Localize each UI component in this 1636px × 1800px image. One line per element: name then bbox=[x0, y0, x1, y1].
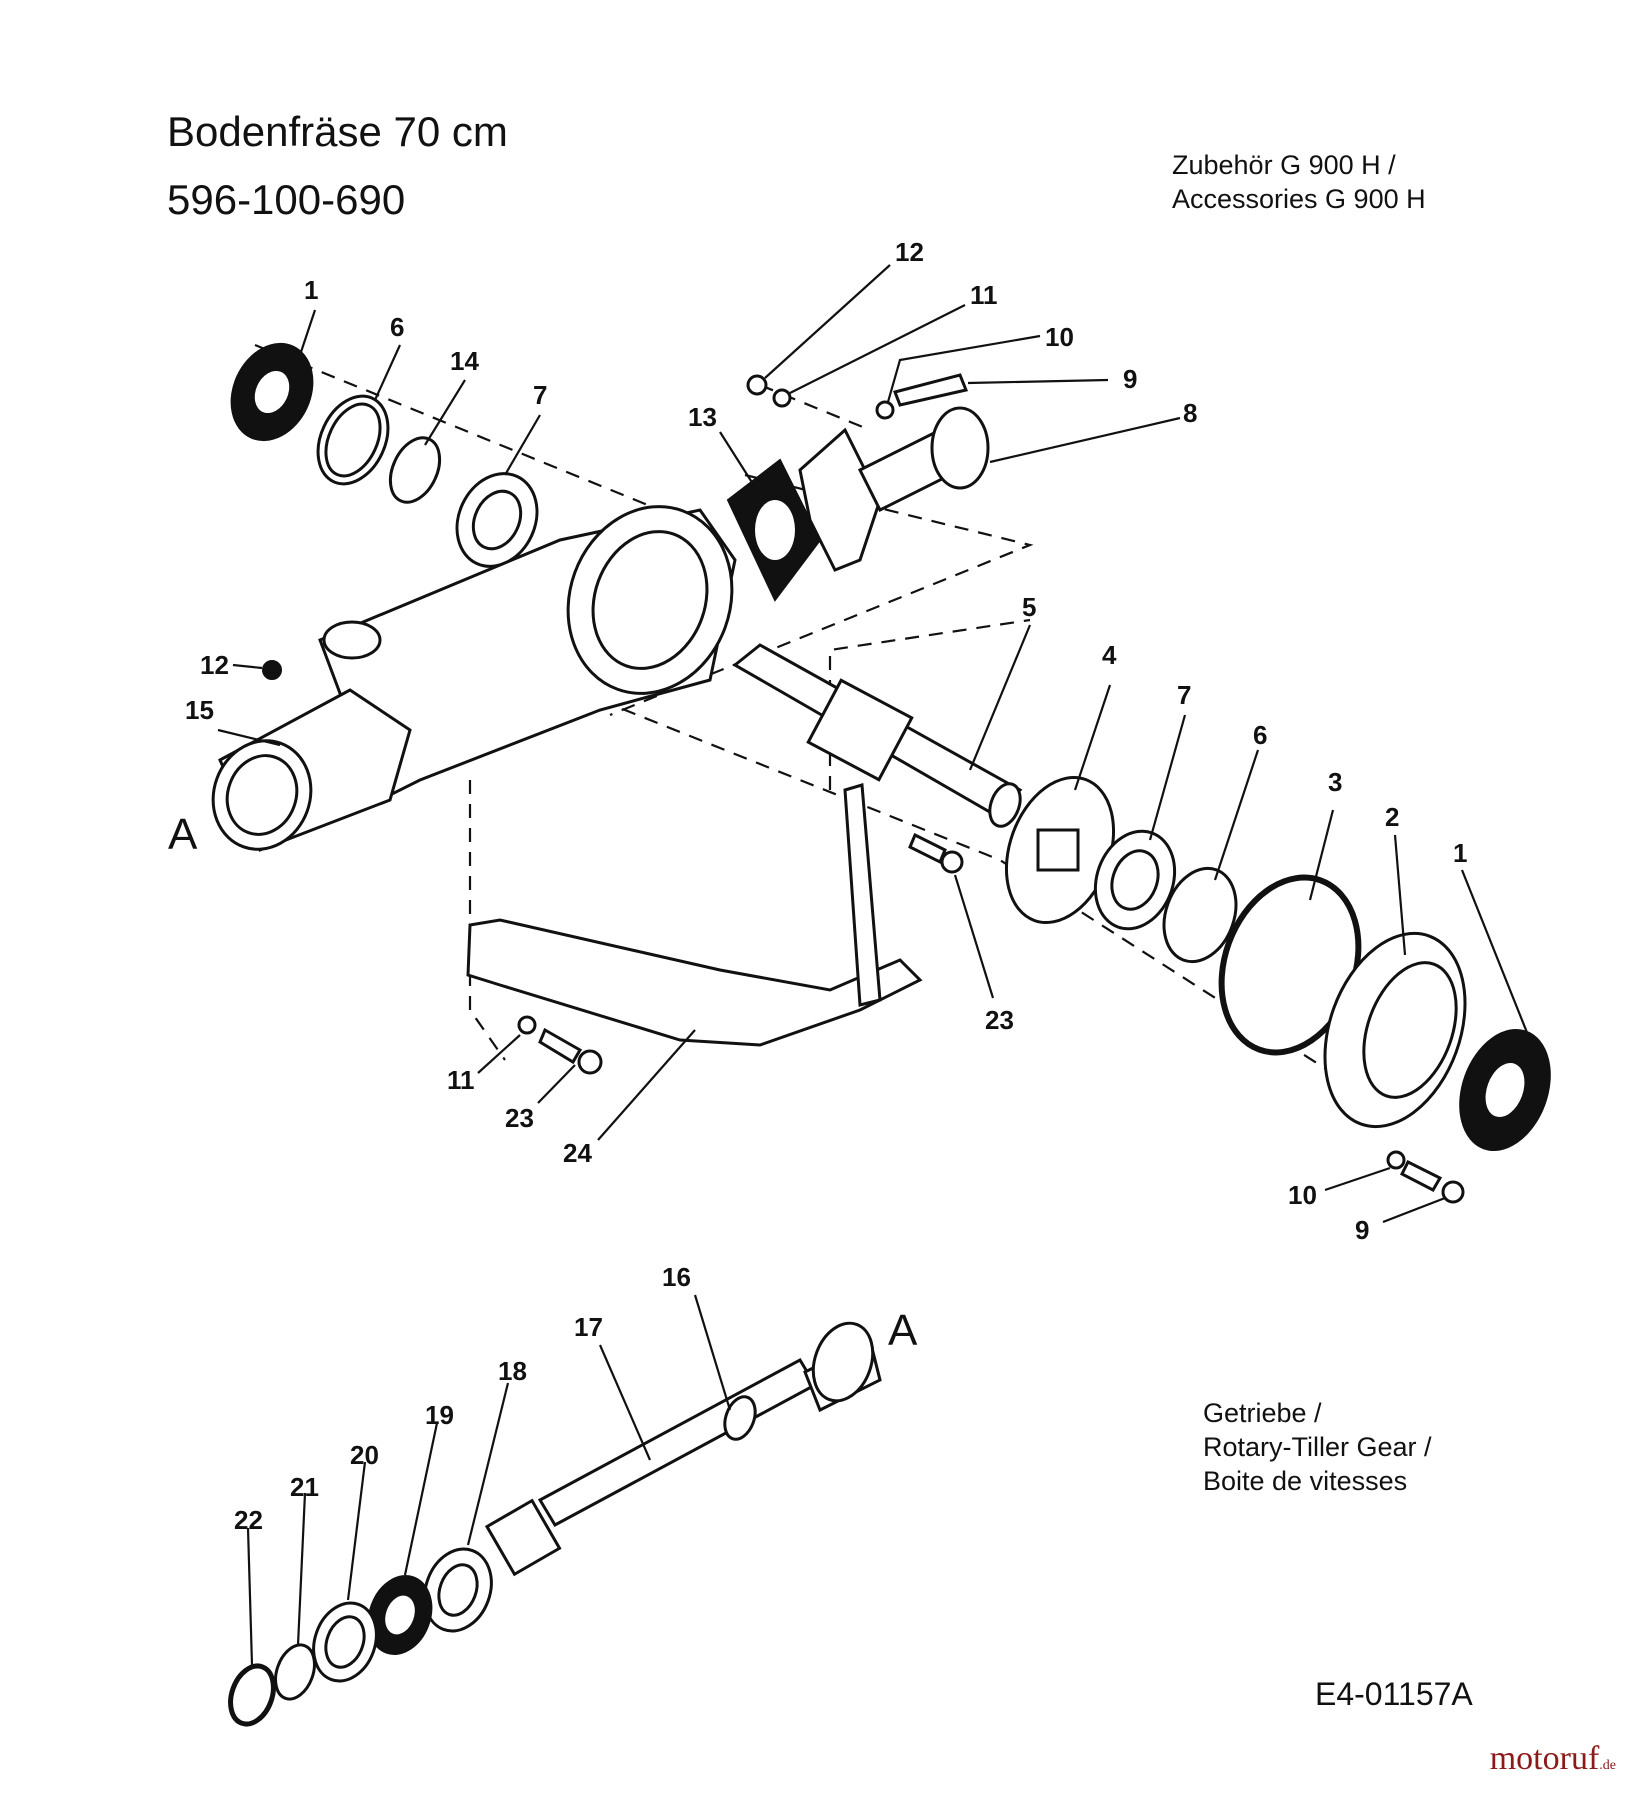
callout-8: 8 bbox=[1183, 398, 1198, 428]
circlip-upper-inner bbox=[324, 402, 382, 478]
circlip-lower bbox=[1162, 866, 1238, 964]
section-caption-de: Getriebe / bbox=[1203, 1398, 1322, 1428]
spacer-ring bbox=[723, 1395, 757, 1441]
depth-bracket-arm bbox=[843, 783, 882, 1007]
callout-23-bracket: 23 bbox=[505, 1103, 534, 1133]
callout-1: 1 bbox=[304, 275, 319, 305]
lock-washer-top bbox=[772, 388, 792, 408]
callout-21: 21 bbox=[290, 1472, 319, 1502]
callout-6-lower: 6 bbox=[1253, 720, 1268, 750]
brand-suffix: .de bbox=[1599, 1758, 1616, 1773]
callout-23: 23 bbox=[985, 1005, 1014, 1035]
callout-4: 4 bbox=[1102, 640, 1117, 670]
bearing-pinion-outer bbox=[423, 1547, 493, 1633]
callout-13: 13 bbox=[688, 402, 717, 432]
callout-12: 12 bbox=[895, 237, 924, 267]
pinion-shaft bbox=[484, 1321, 882, 1577]
shaft-seal-upper bbox=[230, 342, 314, 442]
assembly-line bbox=[254, 343, 661, 512]
output-shaft bbox=[732, 643, 1023, 828]
hex-nut-side bbox=[262, 660, 282, 680]
gearbox-housing bbox=[211, 505, 737, 852]
callout-9-lower: 9 bbox=[1355, 1215, 1370, 1245]
callout-18: 18 bbox=[498, 1356, 527, 1386]
bearing-cover bbox=[1323, 931, 1467, 1129]
callout-1-lower: 1 bbox=[1453, 838, 1468, 868]
accessory-label-en: Accessories G 900 H bbox=[1172, 184, 1426, 214]
ball-bearing-lower bbox=[1093, 829, 1177, 931]
hex-bolt-top bbox=[875, 373, 969, 420]
callout-6: 6 bbox=[390, 312, 405, 342]
shaft-seal-lower bbox=[1459, 1028, 1551, 1152]
ball-bearing-upper bbox=[455, 472, 539, 568]
callout-3: 3 bbox=[1328, 767, 1343, 797]
callout-24: 24 bbox=[563, 1138, 592, 1168]
depth-bracket bbox=[466, 918, 923, 1047]
diagram-title: Bodenfräse 70 cm bbox=[167, 108, 508, 155]
shim-pinion bbox=[274, 1643, 316, 1701]
callout-10-lower: 10 bbox=[1288, 1180, 1317, 1210]
section-caption-en: Rotary-Tiller Gear / bbox=[1203, 1432, 1432, 1462]
hex-nut-top bbox=[746, 374, 768, 396]
circlip-pinion bbox=[228, 1663, 276, 1727]
seal-pinion bbox=[367, 1575, 433, 1655]
callout-7-lower: 7 bbox=[1177, 680, 1192, 710]
callout-15: 15 bbox=[185, 695, 214, 725]
brand-logo: motoruf.de bbox=[1490, 1740, 1616, 1778]
callout-17: 17 bbox=[574, 1312, 603, 1342]
callout-19: 19 bbox=[425, 1400, 454, 1430]
assembly-line bbox=[828, 618, 1031, 790]
callout-7: 7 bbox=[533, 380, 548, 410]
connector-a-upper: A bbox=[168, 810, 198, 859]
assembly-line bbox=[759, 383, 871, 432]
assembly-line bbox=[468, 780, 506, 1061]
crown-gear bbox=[1004, 775, 1116, 925]
callout-12-side: 12 bbox=[200, 650, 229, 680]
cover-gasket bbox=[726, 458, 822, 602]
accessory-label-de: Zubehör G 900 H / bbox=[1172, 150, 1396, 180]
callout-9: 9 bbox=[1123, 364, 1138, 394]
connector-a-lower: A bbox=[888, 1306, 918, 1355]
callout-5: 5 bbox=[1022, 592, 1037, 622]
brand-name: motoruf bbox=[1489, 1740, 1600, 1777]
part-number: 596-100-690 bbox=[167, 176, 406, 223]
callout-11-bracket: 11 bbox=[447, 1065, 475, 1095]
hex-bolt-lower bbox=[1399, 1159, 1465, 1204]
shim-washer bbox=[388, 436, 442, 504]
handle-bracket bbox=[857, 406, 990, 513]
callout-2: 2 bbox=[1385, 802, 1400, 832]
callout-10: 10 bbox=[1045, 322, 1074, 352]
hex-bolt-middle bbox=[908, 832, 964, 874]
bearing-pinion-inner bbox=[312, 1601, 378, 1683]
cover-plate bbox=[798, 427, 882, 572]
callout-20: 20 bbox=[350, 1440, 379, 1470]
callout-16: 16 bbox=[662, 1262, 691, 1292]
lock-washer-bracket bbox=[517, 1015, 537, 1035]
callout-22: 22 bbox=[234, 1505, 263, 1535]
callout-14: 14 bbox=[450, 346, 479, 376]
callout-11: 11 bbox=[970, 280, 998, 310]
section-caption-fr: Boite de vitesses bbox=[1203, 1466, 1408, 1496]
leader-lines bbox=[217, 264, 1532, 1666]
lock-washer-lower bbox=[1386, 1150, 1406, 1170]
drawing-code: E4-01157A bbox=[1315, 1676, 1473, 1712]
hex-bolt-bracket bbox=[538, 1027, 603, 1075]
